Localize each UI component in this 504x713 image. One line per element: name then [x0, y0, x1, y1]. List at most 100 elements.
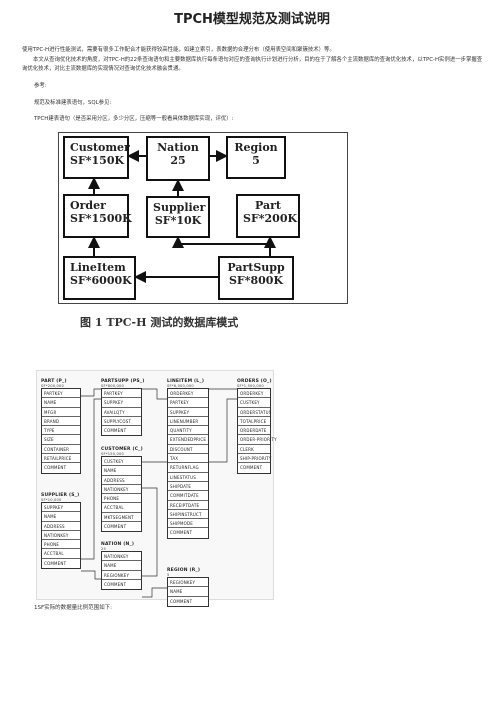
- column: NAME: [102, 466, 141, 476]
- entity-size: SF*150K: [70, 154, 125, 167]
- column: NATIONKEY: [42, 531, 80, 541]
- entity-name: LineItem: [70, 261, 126, 274]
- column: ACCTBAL: [42, 549, 80, 559]
- entity-size: SF*800K: [228, 274, 284, 287]
- table-name: LINEITEM (L_): [167, 379, 205, 384]
- paragraph-scale-factor: 1SF实际的数据量比例范围如下:: [34, 605, 113, 611]
- link-supplier-nation: [81, 570, 101, 580]
- entity-size: SF*6000K: [70, 274, 132, 287]
- entity-size: SF*1500K: [70, 212, 132, 225]
- entity-name: Nation: [157, 141, 199, 154]
- table-scale: SF*800,000: [101, 384, 125, 388]
- paragraph-spec: 规范及标准建表语句，SQL参见:: [34, 100, 112, 106]
- column: NAME: [42, 398, 80, 408]
- column: COMMITDATE: [168, 491, 208, 501]
- table-scale: 25: [101, 547, 106, 551]
- entity-name: Part: [255, 199, 281, 212]
- column: PARTKEY: [102, 389, 141, 399]
- column: PARTKEY: [42, 389, 80, 399]
- column: ACCTBAL: [102, 503, 141, 513]
- link-supplier-partsupp: [81, 398, 101, 560]
- entity-name: Order: [70, 199, 106, 212]
- column: COMMENT: [44, 465, 67, 471]
- table-scale: SF*6,000,000: [167, 384, 194, 388]
- table-scale: SF*200,000: [41, 384, 65, 388]
- table-name: CUSTOMER (C_): [101, 447, 143, 452]
- column-list: NATIONKEY NAME REGIONKEY COMMENT: [101, 551, 142, 591]
- link-nation-region: [142, 587, 167, 598]
- column: NATIONKEY: [102, 552, 141, 562]
- entity-order: Order SF*1500K: [63, 194, 132, 238]
- column: SUPPKEY: [102, 398, 141, 408]
- column-list: ORDERKEY PARTKEY SUPPKEY LINENUMBER QUAN…: [167, 388, 209, 539]
- column: ORDER-PRIORITY: [238, 435, 277, 445]
- column: DISCOUNT: [168, 445, 208, 455]
- column: ORDERSTATUS: [238, 408, 271, 417]
- column-list: CUSTKEY NAME ADDRESS NATIONKEY PHONE ACC…: [101, 456, 142, 533]
- column: CLERK: [238, 445, 270, 455]
- entity-size: 25: [170, 154, 186, 167]
- column: NATIONKEY: [102, 485, 141, 495]
- link-partsupp-lineitem: [142, 388, 167, 400]
- column: LINENUMBER: [168, 417, 208, 427]
- column: COMMENT: [104, 524, 127, 530]
- table-lineitem: LINEITEM (L_) SF*6,000,000 ORDERKEY PART…: [167, 379, 209, 539]
- table-region: REGION (R_) 5 REGIONKEY NAME COMMENT: [167, 568, 209, 607]
- column: ORDERDATE: [238, 426, 270, 436]
- column: NAME: [42, 512, 80, 522]
- column: QUANTITY: [168, 426, 208, 436]
- column: CUSTKEY: [102, 457, 141, 467]
- column: COMMENT: [104, 428, 127, 434]
- paragraph-ddl: TPCH建表语句（是否采用分区，多少分区，压缩等一般看具体数据库实现，评优）:: [34, 116, 234, 122]
- figure-1-arrows: [88, 150, 276, 283]
- column: COMMENT: [240, 465, 263, 471]
- table-scale: SF*1,500,000: [237, 384, 264, 388]
- column: PHONE: [42, 540, 80, 550]
- column: REGIONKEY: [102, 571, 141, 580]
- table-scale: 5: [167, 573, 170, 577]
- column: CONTAINER: [42, 445, 80, 455]
- column: SUPPLYCOST: [102, 417, 141, 427]
- column: CUSTKEY: [238, 398, 270, 408]
- table-name: SUPPLIER (S_): [41, 493, 80, 498]
- table-name: REGION (R_): [167, 568, 201, 573]
- entity-name: Customer: [70, 141, 130, 154]
- paragraph-reference: 参考:: [34, 83, 47, 89]
- column: COMMENT: [44, 560, 67, 566]
- entity-name: PartSupp: [227, 261, 285, 274]
- paragraph-intro: 使用TPC-H进行性能测试，需要有很多工作配合才能获得较高性能，如建立索引，表数…: [22, 47, 335, 53]
- schema-figure-2: PART (P_) SF*200,000 PARTKEY NAME MFGR B…: [36, 370, 277, 607]
- column-list: REGIONKEY NAME COMMENT: [167, 577, 209, 607]
- entity-size: SF*10K: [154, 214, 202, 227]
- column: ORDERKEY: [168, 389, 208, 399]
- column-list: PARTKEY NAME MFGR BRAND TYPE SIZE CONTAI…: [41, 388, 81, 474]
- column: SHIPINSTRUCT: [168, 510, 208, 520]
- column: MFGR: [42, 408, 80, 417]
- column: SHIPDATE: [168, 482, 208, 492]
- entity-supplier: Supplier SF*10K: [146, 196, 210, 238]
- schema-figure-1: Customer SF*150K Nation 25 Region 5 Orde…: [58, 132, 358, 310]
- entity-lineitem: LineItem SF*6000K: [63, 256, 136, 300]
- entity-partsupp: PartSupp SF*800K: [218, 256, 294, 300]
- column: SHIP-PRIORITY: [238, 454, 271, 464]
- column: RETURNFLAG: [168, 463, 208, 473]
- column: LINESTATUS: [168, 473, 208, 482]
- table-orders: ORDERS (O_) SF*1,500,000 ORDERKEY CUSTKE…: [237, 379, 277, 474]
- column: ADDRESS: [42, 522, 80, 531]
- table-partsupp: PARTSUPP (PS_) SF*800,000 PARTKEY SUPPKE…: [101, 379, 145, 437]
- link-partsupp-supplier: [178, 243, 271, 256]
- column: NAME: [168, 587, 208, 597]
- table-part: PART (P_) SF*200,000 PARTKEY NAME MFGR B…: [41, 379, 81, 474]
- table-name: NATION (N_): [101, 542, 135, 547]
- column: MKTSEGMENT: [102, 513, 141, 523]
- schema-links: [81, 388, 237, 598]
- column: COMMENT: [104, 581, 127, 587]
- table-name: PARTSUPP (PS_): [101, 379, 145, 384]
- column: SHIPMODE: [168, 519, 208, 529]
- table-name: ORDERS (O_): [237, 379, 272, 384]
- column: REGIONKEY: [168, 578, 208, 588]
- page-title: TPCH模型规范及测试说明: [174, 12, 330, 27]
- column: EXTENDEDPRICE: [168, 435, 208, 445]
- link-customer-nation: [142, 487, 158, 577]
- column: SUPPKEY: [168, 408, 208, 417]
